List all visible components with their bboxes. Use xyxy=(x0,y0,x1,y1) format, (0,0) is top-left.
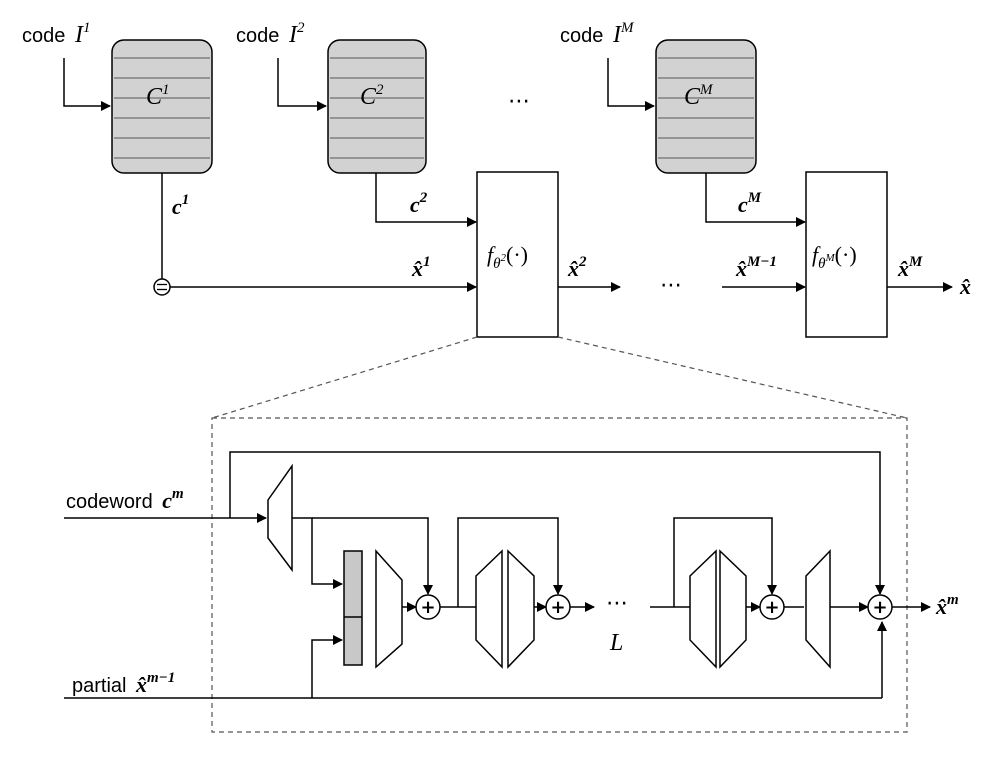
blocks-ellipsis: ⋯ xyxy=(606,591,628,616)
codebook-M: CM xyxy=(655,39,757,174)
zoom-line-left xyxy=(211,336,478,419)
svg-text:+: + xyxy=(764,597,779,618)
residual-block-L xyxy=(689,549,747,669)
decoder-2: fθ2(·) xyxy=(476,171,559,338)
add-node-L: + xyxy=(759,594,785,620)
input-projection-layer xyxy=(267,463,293,573)
add-node-2: + xyxy=(545,594,571,620)
block1-skip-wire xyxy=(457,517,563,607)
top-ellipsis: ⋯ xyxy=(508,89,530,114)
residual-block-1 xyxy=(475,549,535,669)
detail-box xyxy=(211,417,908,733)
svg-text:C1: C1 xyxy=(146,82,170,110)
svg-text:CM: CM xyxy=(684,82,714,110)
x-output-label: x̂ xyxy=(959,274,971,299)
zoom-line-right xyxy=(557,336,908,419)
detail-output-label: x̂m xyxy=(935,592,959,619)
codeword-M-label: cM xyxy=(738,190,762,217)
code-2-label: code I2 xyxy=(236,20,305,48)
codeword-2-label: c2 xyxy=(410,190,428,217)
svg-text:+: + xyxy=(550,597,565,618)
mid-ellipsis: ⋯ xyxy=(660,273,682,298)
proj-to-concat-wire xyxy=(292,517,343,589)
codeword-1-label: c1 xyxy=(172,192,189,219)
svg-text:C2: C2 xyxy=(360,82,384,110)
svg-text:+: + xyxy=(872,597,887,618)
code-1-label: code I1 xyxy=(22,20,90,48)
xM-label: x̂M xyxy=(897,254,923,281)
svg-text:fθM(·): fθM(·) xyxy=(812,242,857,272)
svg-text:fθ2(·): fθ2(·) xyxy=(487,242,528,272)
add-node-1: + xyxy=(415,594,441,620)
code-M-arrow xyxy=(607,58,655,111)
svg-text:+: + xyxy=(420,597,435,618)
code-M-label: code IM xyxy=(560,20,635,48)
fusion-layer xyxy=(375,549,403,669)
codebook-1: C1 xyxy=(111,39,213,174)
codeword-2-wire xyxy=(375,173,477,227)
partial-to-concat-wire xyxy=(311,635,343,698)
concat-block xyxy=(343,550,363,666)
partial-input-label: partial x̂m−1 xyxy=(72,670,175,697)
x1-label: x̂1 xyxy=(411,254,431,281)
codebook-2: C2 xyxy=(327,39,427,174)
x2-label: x̂2 xyxy=(567,254,587,281)
repeat-count-label: L xyxy=(609,630,623,656)
add-node-output: + xyxy=(867,594,893,620)
code-1-arrow xyxy=(63,58,111,111)
equals-node xyxy=(153,278,171,296)
codeword-input-label: codeword cm xyxy=(66,486,184,513)
code-2-arrow xyxy=(277,58,327,111)
output-projection-layer xyxy=(805,549,831,669)
xM1-label: x̂M−1 xyxy=(735,254,777,281)
proj-skip-wire xyxy=(312,517,433,595)
blockL-skip-wire xyxy=(673,517,777,607)
codeword-M-wire xyxy=(705,173,806,227)
codeword-skip-wire xyxy=(229,451,885,595)
decoder-M: fθM(·) xyxy=(805,171,888,338)
